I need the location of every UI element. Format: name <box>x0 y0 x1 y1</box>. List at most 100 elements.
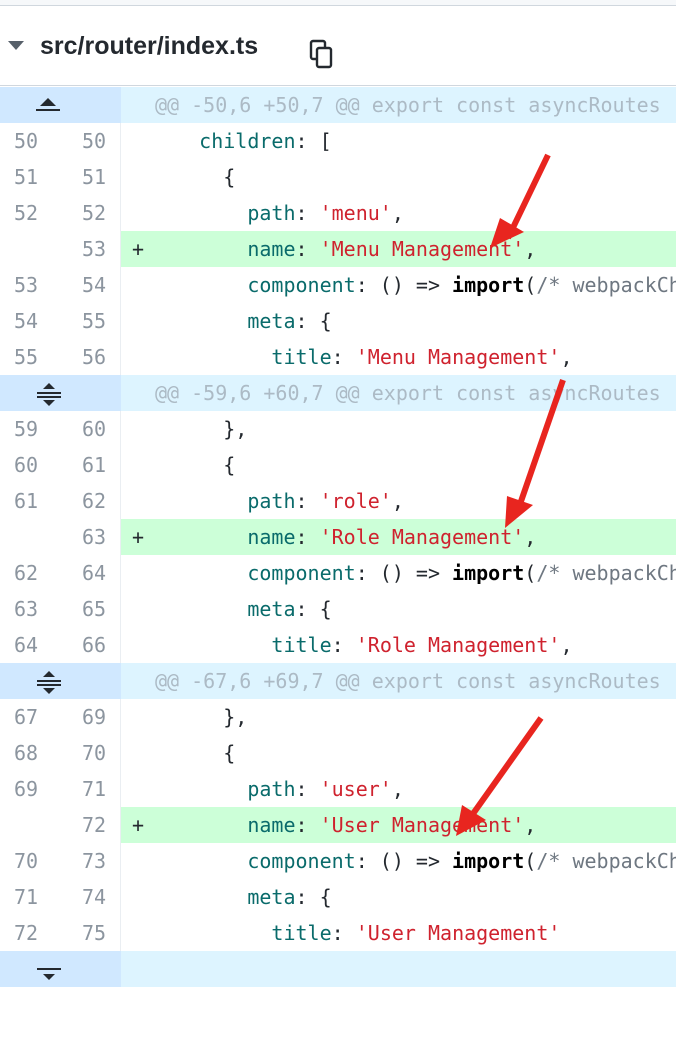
code-text: }, <box>151 705 248 729</box>
diff-marker <box>121 915 151 951</box>
old-line-number[interactable]: 70 <box>0 843 60 879</box>
diff-marker <box>121 159 151 195</box>
diff-marker <box>121 843 151 879</box>
code-text: }, <box>151 417 248 441</box>
old-line-number[interactable]: 54 <box>0 303 60 339</box>
new-line-number[interactable]: 52 <box>60 195 121 231</box>
hunk-header-text: @@ -59,6 +60,7 @@ export const asyncRout… <box>121 375 676 411</box>
old-line-number[interactable]: 59 <box>0 411 60 447</box>
diff-added-line: 53+ name: 'Menu Management', <box>0 231 676 267</box>
expand-both-icon[interactable] <box>0 663 121 699</box>
diff-marker <box>121 267 151 303</box>
old-line-number[interactable]: 64 <box>0 627 60 663</box>
old-line-number[interactable] <box>0 519 60 555</box>
new-line-number[interactable]: 56 <box>60 339 121 375</box>
new-line-number[interactable]: 63 <box>60 519 121 555</box>
old-line-number[interactable]: 69 <box>0 771 60 807</box>
hunk-header: @@ -67,6 +69,7 @@ export const asyncRout… <box>0 663 676 699</box>
old-line-number[interactable]: 55 <box>0 339 60 375</box>
diff-marker <box>121 627 151 663</box>
new-line-number[interactable]: 75 <box>60 915 121 951</box>
new-line-number[interactable]: 64 <box>60 555 121 591</box>
diff-marker <box>121 591 151 627</box>
old-line-number[interactable] <box>0 807 60 843</box>
new-line-number[interactable]: 65 <box>60 591 121 627</box>
diff-marker <box>121 411 151 447</box>
hunk-header: @@ -50,6 +50,7 @@ export const asyncRout… <box>0 87 676 123</box>
new-line-number[interactable]: 60 <box>60 411 121 447</box>
expand-up-icon[interactable] <box>0 87 121 123</box>
hunk-header-text: @@ -50,6 +50,7 @@ export const asyncRout… <box>121 87 676 123</box>
code-text: name: 'Menu Management', <box>151 231 676 267</box>
hunk-footer <box>0 951 676 987</box>
old-line-number[interactable]: 60 <box>0 447 60 483</box>
copy-icon[interactable] <box>309 39 333 69</box>
diff-marker <box>121 339 151 375</box>
code-text: path: 'menu', <box>247 201 404 225</box>
old-line-number[interactable]: 51 <box>0 159 60 195</box>
new-line-number[interactable]: 71 <box>60 771 121 807</box>
file-path[interactable]: src/router/index.ts <box>40 32 259 60</box>
new-line-number[interactable]: 62 <box>60 483 121 519</box>
diff-added-line: 72+ name: 'User Management', <box>0 807 676 843</box>
diff-marker <box>121 303 151 339</box>
code-text: name: 'User Management', <box>151 807 676 843</box>
new-line-number[interactable]: 74 <box>60 879 121 915</box>
new-line-number[interactable]: 73 <box>60 843 121 879</box>
diff-marker: + <box>121 519 151 555</box>
code-text: { <box>151 741 236 765</box>
code-text: path: 'user', <box>247 777 404 801</box>
old-line-number[interactable]: 67 <box>0 699 60 735</box>
diff-marker <box>121 123 151 159</box>
new-line-number[interactable]: 66 <box>60 627 121 663</box>
new-line-number[interactable]: 55 <box>60 303 121 339</box>
diff-marker <box>121 771 151 807</box>
old-line-number[interactable]: 50 <box>0 123 60 159</box>
diff-marker <box>121 699 151 735</box>
old-line-number[interactable]: 68 <box>0 735 60 771</box>
old-line-number[interactable]: 53 <box>0 267 60 303</box>
old-line-number[interactable]: 71 <box>0 879 60 915</box>
new-line-number[interactable]: 72 <box>60 807 121 843</box>
old-line-number[interactable] <box>0 231 60 267</box>
code-text: name: 'Role Management', <box>151 519 676 555</box>
new-line-number[interactable]: 70 <box>60 735 121 771</box>
old-line-number[interactable]: 63 <box>0 591 60 627</box>
old-line-number[interactable]: 62 <box>0 555 60 591</box>
old-line-number[interactable]: 72 <box>0 915 60 951</box>
old-line-number[interactable]: 61 <box>0 483 60 519</box>
new-line-number[interactable]: 54 <box>60 267 121 303</box>
caret-down-icon[interactable] <box>8 41 24 50</box>
expand-down-icon[interactable] <box>0 951 121 987</box>
new-line-number[interactable]: 51 <box>60 159 121 195</box>
old-line-number[interactable]: 52 <box>0 195 60 231</box>
code-text: meta: { <box>247 309 332 333</box>
diff-marker <box>121 879 151 915</box>
new-line-number[interactable]: 69 <box>60 699 121 735</box>
new-line-number[interactable]: 50 <box>60 123 121 159</box>
expand-both-icon[interactable] <box>0 375 121 411</box>
new-line-number[interactable]: 53 <box>60 231 121 267</box>
code-text: title: 'User Management' <box>271 921 561 945</box>
code-text: component: () => import(/* webpackChunkN… <box>247 561 676 585</box>
new-line-number[interactable]: 61 <box>60 447 121 483</box>
code-text: path: 'role', <box>247 489 404 513</box>
code-text: meta: { <box>247 597 332 621</box>
file-header: src/router/index.ts <box>0 6 676 86</box>
diff-table: @@ -50,6 +50,7 @@ export const asyncRout… <box>0 87 676 987</box>
